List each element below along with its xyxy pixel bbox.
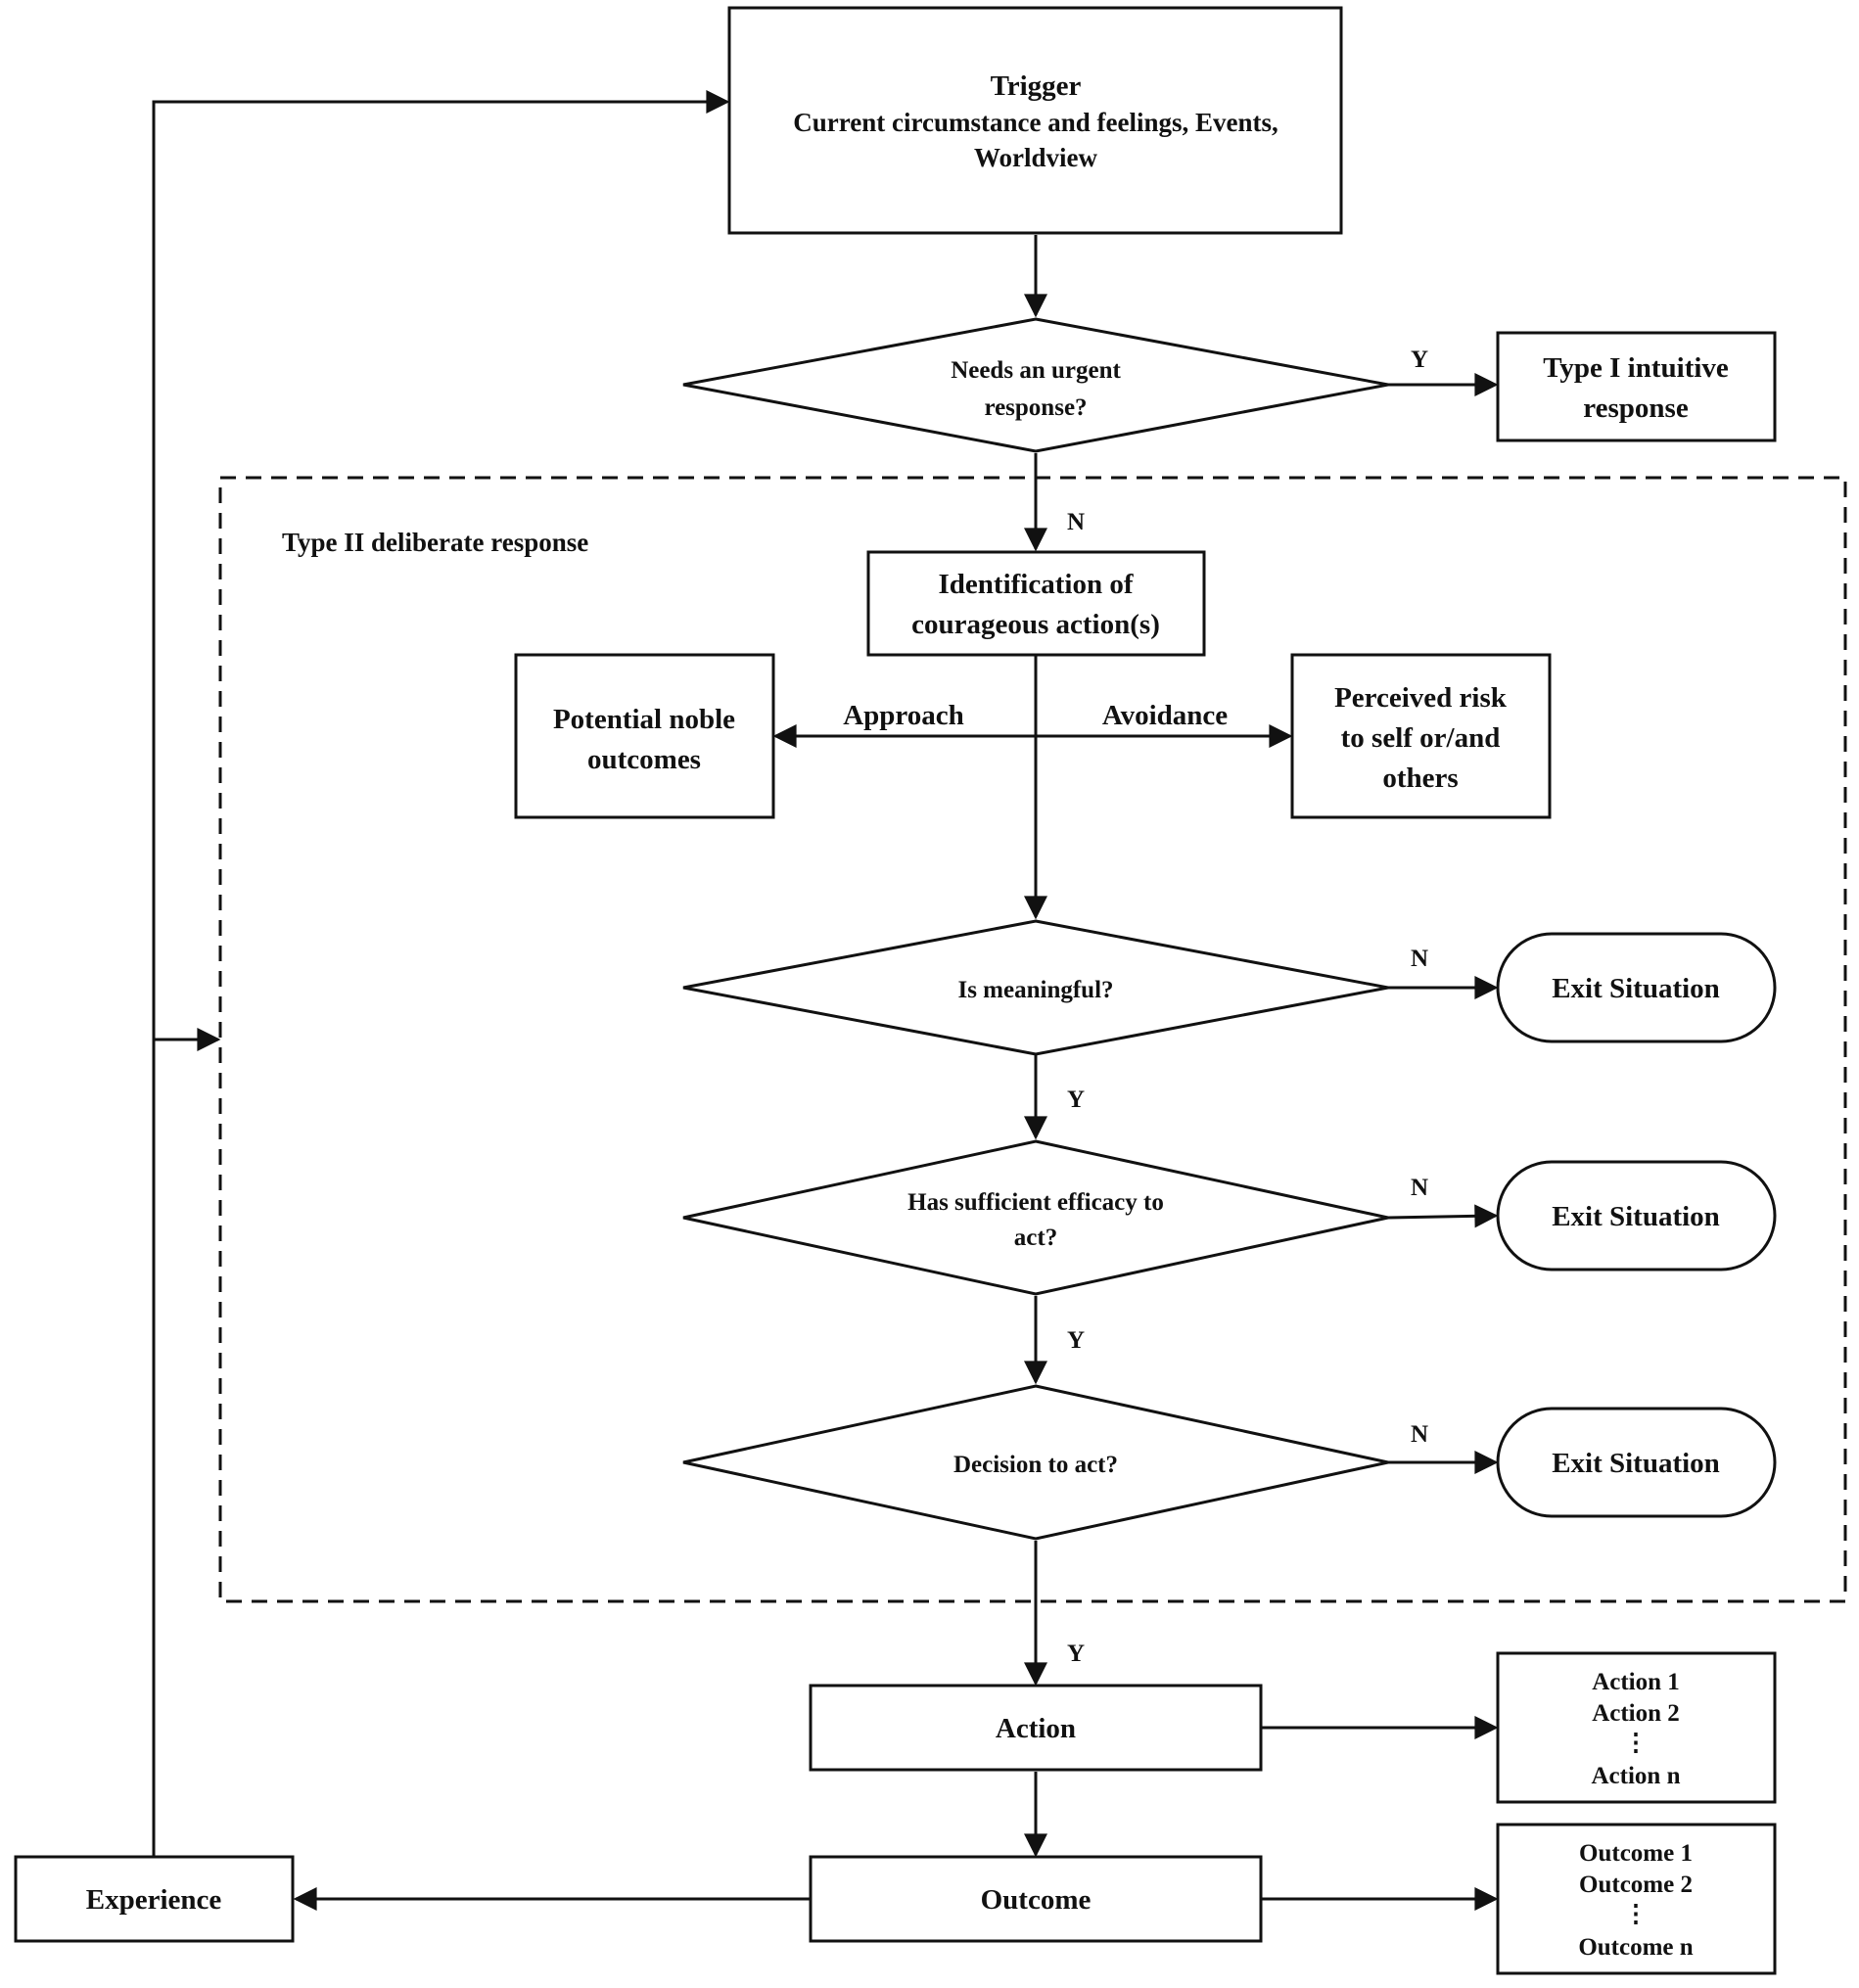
- meaningful-yes-label: Y: [1067, 1086, 1085, 1113]
- outcomes-list-item: Outcome 2: [1579, 1872, 1693, 1898]
- urgent-line2: response?: [984, 394, 1087, 421]
- action-box: [809, 1684, 1263, 1772]
- edge-experience-trigger: [152, 90, 730, 1857]
- outcomes-list-item: Outcome 1: [1579, 1840, 1693, 1867]
- perceived-risk-box: [1290, 653, 1552, 819]
- efficacy-yes-label: Y: [1067, 1327, 1085, 1354]
- type2-label: Type II deliberate response: [282, 528, 588, 557]
- identification-line1: Identification of: [939, 569, 1134, 600]
- avoidance-label: Avoidance: [1102, 700, 1228, 731]
- efficacy-no-label: N: [1411, 1175, 1428, 1201]
- outcome-text: Outcome: [981, 1884, 1092, 1916]
- urgent-yes-label: Y: [1411, 347, 1428, 373]
- exit-2-text: Exit Situation: [1552, 1201, 1720, 1232]
- experience-text: Experience: [86, 1884, 222, 1916]
- action-text: Action: [996, 1713, 1076, 1744]
- efficacy-line2: act?: [1014, 1225, 1057, 1251]
- edge-efficacy-exit: [1387, 1204, 1499, 1228]
- noble-line2: outcomes: [587, 744, 701, 775]
- decision-text: Decision to act?: [953, 1452, 1118, 1478]
- meaningful-no-label: N: [1411, 946, 1428, 972]
- identification-box: [866, 550, 1206, 657]
- decision-diamond: [682, 1384, 1389, 1541]
- outcomes-list-item: Outcome n: [1578, 1934, 1693, 1961]
- outcome-box: [809, 1855, 1263, 1943]
- urgent-no-label: N: [1067, 509, 1085, 535]
- decision-no-label: N: [1411, 1421, 1428, 1448]
- type1-line2: response: [1583, 393, 1689, 424]
- exit-situation-3: [1496, 1407, 1777, 1518]
- noble-outcomes-box: [514, 653, 775, 819]
- risk-line2: to self or/and: [1341, 722, 1501, 754]
- exit-3-text: Exit Situation: [1552, 1448, 1720, 1479]
- actions-list-item: Action 2: [1592, 1700, 1680, 1727]
- actions-list-box: [1496, 1651, 1777, 1804]
- type1-box: [1496, 331, 1777, 442]
- risk-line1: Perceived risk: [1334, 682, 1508, 714]
- actions-list-item: Action n: [1592, 1763, 1681, 1789]
- exit-1-text: Exit Situation: [1552, 973, 1720, 1004]
- urgent-diamond: [682, 317, 1389, 453]
- actions-list-item: Action 1: [1592, 1669, 1680, 1695]
- actions-list-ellipsis: ⋮: [1624, 1730, 1649, 1756]
- trigger-box: [727, 6, 1343, 235]
- outcomes-list-ellipsis: ⋮: [1624, 1901, 1649, 1927]
- approach-label: Approach: [843, 700, 964, 731]
- trigger-title: Trigger: [991, 70, 1082, 102]
- noble-line1: Potential noble: [553, 704, 735, 735]
- meaningful-diamond: [682, 919, 1389, 1056]
- trigger-line1: Current circumstance and feelings, Event…: [793, 108, 1278, 137]
- decision-yes-label: Y: [1067, 1641, 1085, 1667]
- exit-situation-2: [1496, 1160, 1777, 1271]
- efficacy-line1: Has sufficient efficacy to: [907, 1189, 1164, 1216]
- meaningful-text: Is meaningful?: [957, 977, 1113, 1003]
- urgent-line1: Needs an urgent: [951, 357, 1121, 384]
- efficacy-diamond: [682, 1139, 1389, 1296]
- outcomes-list-box: [1496, 1823, 1777, 1975]
- risk-line3: others: [1382, 763, 1458, 794]
- identification-line2: courageous action(s): [911, 609, 1160, 640]
- experience-box: [14, 1855, 295, 1943]
- trigger-line2: Worldview: [974, 143, 1097, 172]
- type1-line1: Type I intuitive: [1543, 352, 1729, 384]
- exit-situation-1: [1496, 932, 1777, 1043]
